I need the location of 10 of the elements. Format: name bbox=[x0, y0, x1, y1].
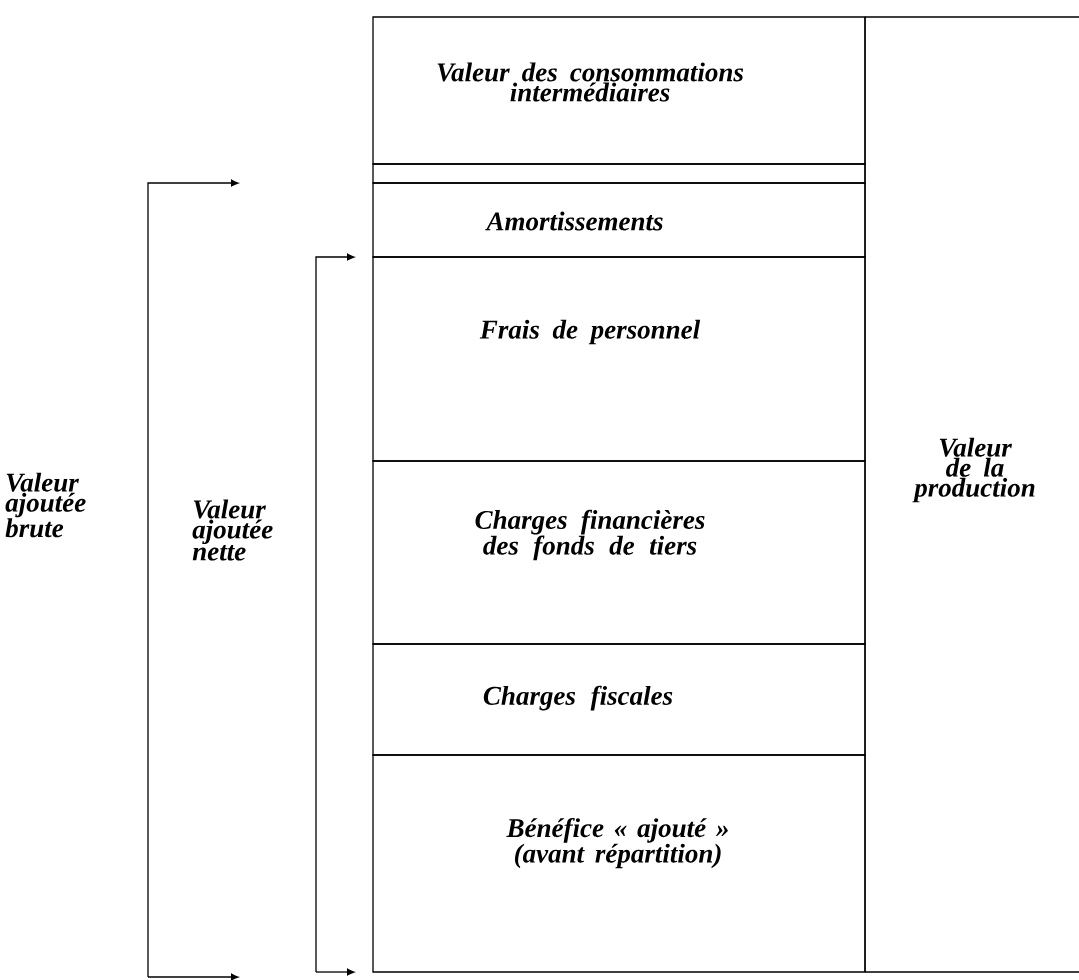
bracket-label: Valeur ajoutée brute bbox=[5, 472, 86, 538]
table-cell: Valeur des consommations intermédiaires bbox=[372, 16, 866, 165]
table-cell bbox=[372, 163, 866, 184]
table-cell: Valeur de la production bbox=[864, 16, 1079, 973]
table-cell: Amortissements bbox=[372, 182, 866, 258]
table-cell: Charges fiscales bbox=[372, 643, 866, 756]
table-cell: Frais de personnel bbox=[372, 256, 866, 462]
table-cell: Bénéfice « ajouté » (avant répartition) bbox=[372, 754, 866, 973]
table-cell: Charges financières des fonds de tiers bbox=[372, 460, 866, 645]
bracket-label: Valeur ajoutée nette bbox=[192, 499, 273, 561]
